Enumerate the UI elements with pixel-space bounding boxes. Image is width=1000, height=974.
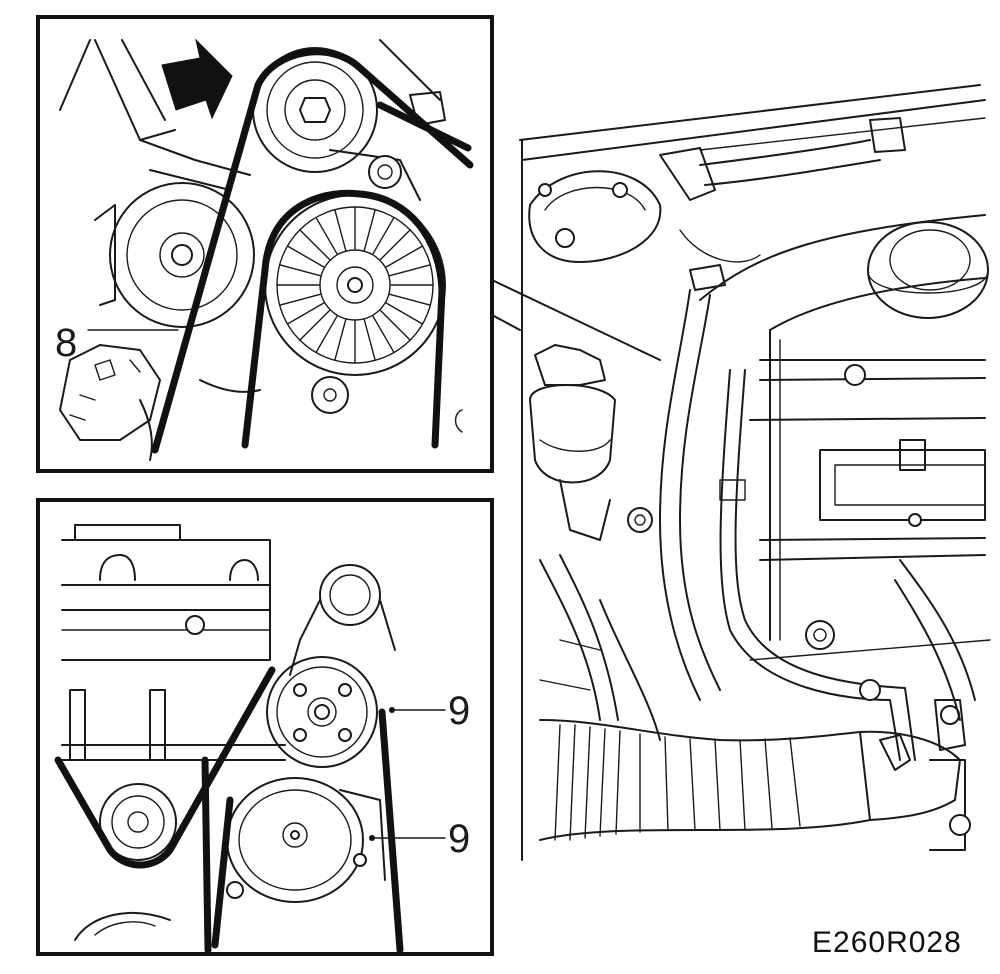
sensor-unit xyxy=(529,344,616,541)
pulley-spoke xyxy=(299,229,331,261)
engine-bay-view xyxy=(519,84,991,861)
pump-pulley xyxy=(266,656,378,768)
pulley-spoke xyxy=(315,216,338,255)
callout-8: 8 xyxy=(55,321,77,365)
pulley-spoke xyxy=(334,208,347,251)
pulley-spoke xyxy=(379,229,411,261)
pulley-spoke xyxy=(372,315,395,354)
callout-9-lower: 9 xyxy=(448,817,470,861)
pulley-spoke xyxy=(363,208,376,251)
pulley-spoke xyxy=(385,245,424,268)
figure-code: E260R028 xyxy=(812,926,962,959)
callout-9-upper: 9 xyxy=(448,689,470,733)
direction-arrow-icon xyxy=(161,38,233,120)
pulley-spoke xyxy=(379,309,411,341)
pulley-spoke xyxy=(334,319,347,362)
strut-tower xyxy=(528,170,662,263)
pulley-spoke xyxy=(315,315,338,354)
pulley-spoke xyxy=(385,302,424,325)
drive-belt-bottom xyxy=(54,666,276,869)
pulley-spoke xyxy=(372,216,395,255)
drive-belt-top xyxy=(151,48,474,454)
top-inset-panel: 8 xyxy=(36,15,661,473)
oil-filler-cap xyxy=(867,221,989,319)
pulley-spoke xyxy=(389,293,432,306)
pulley-spoke xyxy=(286,302,325,325)
tensioner-pulley-left xyxy=(94,182,255,328)
pulley-spoke xyxy=(389,264,432,277)
pulley-spoke xyxy=(286,245,325,268)
pulley-spoke xyxy=(278,264,321,277)
idler-pulley-small xyxy=(99,783,177,861)
intake-hose xyxy=(539,719,961,841)
pulley-spoke xyxy=(363,319,376,362)
pulley-spoke xyxy=(299,309,331,341)
bottom-inset-panel: 9 9 xyxy=(36,498,494,956)
pulley-spoke xyxy=(278,293,321,306)
